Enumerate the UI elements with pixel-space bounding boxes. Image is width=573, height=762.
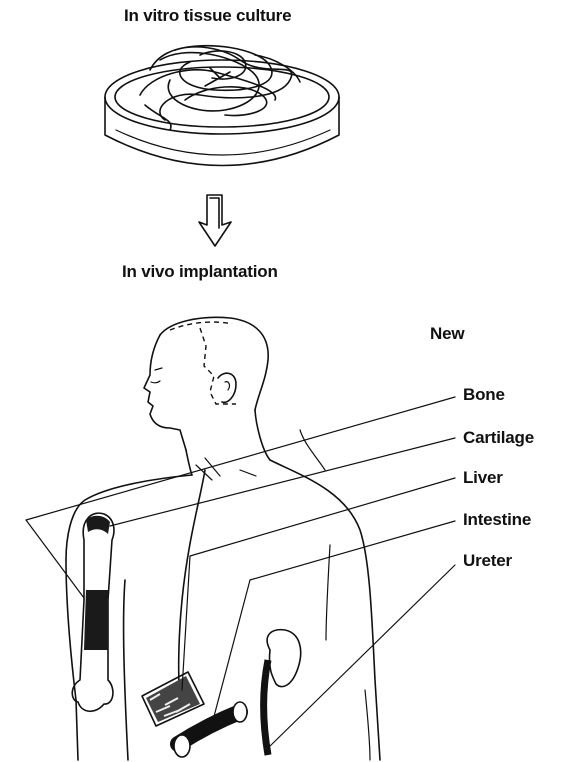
title-in-vivo: In vivo implantation bbox=[122, 262, 278, 282]
label-liver: Liver bbox=[463, 468, 503, 488]
label-cartilage: Cartilage bbox=[463, 428, 534, 448]
liver-implant bbox=[142, 672, 204, 726]
label-ureter: Ureter bbox=[463, 551, 512, 571]
label-intestine: Intestine bbox=[463, 510, 531, 530]
leader-lines bbox=[26, 397, 455, 748]
kidney-ureter-implant bbox=[264, 630, 301, 755]
tissue-strands bbox=[140, 46, 300, 130]
title-in-vitro: In vitro tissue culture bbox=[124, 6, 291, 26]
bone-implant bbox=[72, 513, 114, 711]
down-arrow-icon bbox=[199, 195, 231, 246]
label-bone: Bone bbox=[463, 385, 505, 405]
legend-header: New bbox=[430, 324, 464, 344]
